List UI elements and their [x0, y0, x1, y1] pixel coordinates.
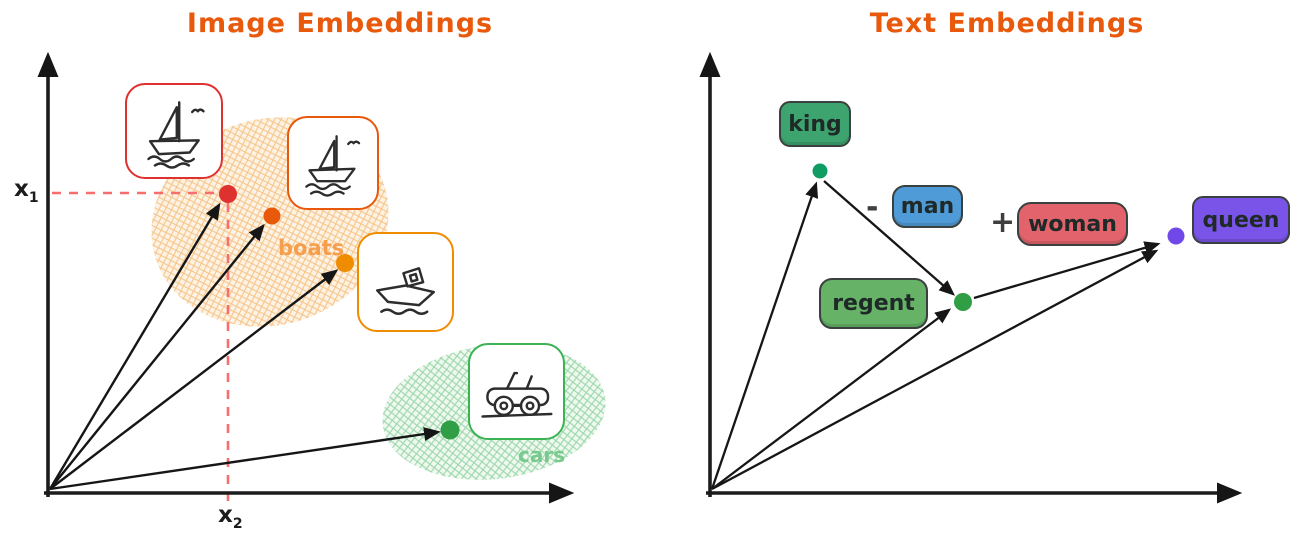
x-axis-label-base: x — [218, 502, 233, 528]
king-point — [812, 163, 828, 179]
boats-cluster-label: boats — [278, 236, 345, 260]
x-axis-label-sub: 2 — [232, 516, 243, 532]
car-card — [468, 343, 565, 440]
vector-queen — [711, 249, 1159, 491]
sailboat-card-red — [125, 83, 223, 179]
vector-motorboat — [49, 269, 339, 490]
car-icon — [480, 371, 553, 418]
dashed-guides — [52, 191, 230, 503]
right-vectors — [710, 180, 1161, 491]
left-vectors — [48, 202, 441, 491]
token-queen: queen — [1192, 196, 1290, 244]
car-point — [440, 420, 460, 440]
vector-regent — [711, 308, 952, 490]
left-axes — [37, 51, 575, 504]
vector-king — [710, 181, 819, 490]
motorboat-card — [357, 232, 454, 332]
right-axes — [699, 51, 1243, 504]
sailboat-icon — [146, 100, 205, 169]
sailboat-orange-point — [263, 207, 281, 225]
vector-sailboat-orange — [49, 223, 265, 490]
vector-king-minus-man — [823, 180, 956, 296]
motorboat-point — [336, 254, 354, 272]
token-regent: regent — [819, 278, 928, 329]
text-embeddings-title: Text Embeddings — [869, 8, 1145, 39]
token-man: man — [892, 185, 963, 228]
token-king: king — [779, 101, 851, 147]
vector-regent-plus-woman — [973, 241, 1161, 300]
regent-point — [954, 293, 972, 311]
x-axis-label-x2: x2 — [218, 502, 243, 532]
image-embeddings-title: Image Embeddings — [186, 8, 494, 39]
plus-operator: + — [990, 205, 1016, 240]
vector-sailboat-red — [48, 202, 221, 490]
sailboat-red-point — [219, 185, 237, 203]
token-woman: woman — [1017, 202, 1128, 246]
cars-cluster-label: cars — [518, 443, 566, 467]
y-axis-label-base: x — [14, 176, 29, 202]
minus-operator: - — [866, 190, 879, 225]
vector-car — [49, 427, 441, 491]
sailboat-icon — [305, 135, 361, 198]
queen-point — [1167, 227, 1185, 245]
sailboat-card-orange — [287, 116, 379, 210]
y-axis-label-x1: x1 — [14, 176, 39, 206]
motorboat-icon — [375, 266, 435, 315]
y-axis-label-sub: 1 — [28, 190, 39, 206]
